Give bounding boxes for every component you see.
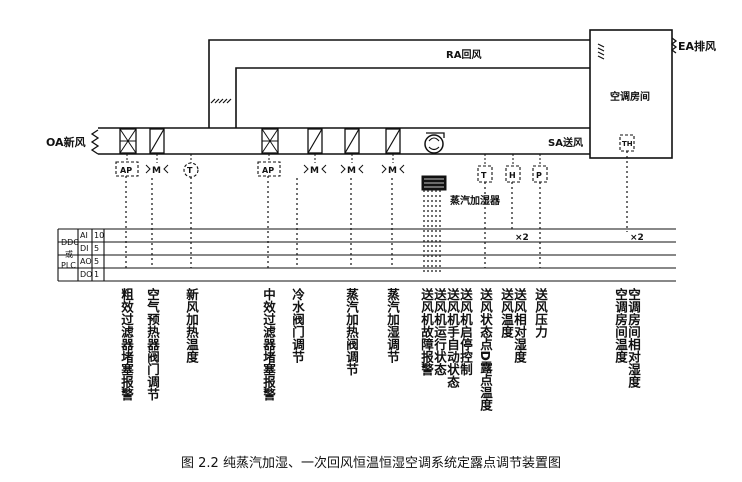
valve-actuator-4: M (381, 154, 405, 176)
return-duct (235, 67, 590, 128)
plc-row-type-ai: AI (80, 231, 88, 240)
field-devices: AP M T AP M M (115, 154, 548, 183)
pressure-switch-2: AP (257, 154, 281, 177)
damper-hatch-2 (597, 43, 605, 60)
medium-filter (261, 128, 279, 154)
svg-text:AP: AP (262, 166, 274, 175)
valve-actuator-2: M (303, 154, 327, 176)
svg-text:M: M (347, 166, 356, 176)
svg-text:M: M (152, 166, 161, 176)
oa-label: OA新风 (46, 135, 86, 149)
desc-preheat-valve: 空气预热器阀门调节 (145, 288, 160, 401)
desc-coarse-filter-alarm: 粗效过滤器堵塞报警 (119, 288, 134, 401)
plc-row-count-ai: 10 (94, 231, 105, 240)
temp-sensor-2: T (477, 154, 493, 183)
multiplier-label-1: ×2 (515, 233, 529, 243)
room-label: 空调房间 (610, 90, 650, 103)
desc-dew-point-temp: 送风状态点D露点温度 (478, 288, 493, 411)
oa-inlet-louver (90, 129, 100, 155)
desc-oa-heating-temp: 新风加热温度 (184, 288, 199, 363)
coarse-filter (119, 128, 137, 154)
svg-text:AP: AP (120, 166, 132, 175)
plc-row-type-do: DO (80, 270, 93, 279)
figure-caption: 图 2.2 纯蒸汽加湿、一次回风恒温恒湿空调系统定露点调节装置图 (181, 456, 561, 471)
supply-fan (424, 132, 445, 154)
valve-actuator-1: M (145, 154, 169, 176)
distribution-board (421, 175, 447, 191)
desc-room-rh-temp: 空调房间相对湿度 空调房间温度 (613, 288, 641, 388)
humidity-sensor: H (505, 154, 521, 183)
humidifier-label: 蒸汽加湿器 (450, 194, 501, 207)
exhaust-duct (208, 39, 590, 128)
desc-medium-filter-alarm: 中效过滤器堵塞报警 (261, 288, 276, 401)
steam-heating-coil (344, 128, 360, 154)
plc-side-label-2: 或 (65, 250, 73, 259)
ea-outlet-louver (670, 37, 678, 54)
pressure-switch-1: AP (115, 154, 139, 177)
damper-hatches (210, 43, 605, 104)
plc-row-count-di: 5 (94, 244, 100, 253)
svg-text:P: P (536, 171, 542, 180)
ea-label: EA排风 (678, 39, 716, 53)
svg-text:T: T (187, 166, 193, 175)
multiplier-label-2: ×2 (630, 233, 644, 243)
svg-text:H: H (509, 171, 516, 180)
pressure-sensor: P (532, 154, 548, 183)
desc-steam-humidify: 蒸汽加湿调节 (385, 288, 400, 363)
svg-text:T: T (481, 171, 487, 180)
svg-text:M: M (388, 166, 397, 176)
plc-side-label-1: DDC (61, 238, 79, 247)
plc-row-type-di: DI (80, 244, 89, 253)
ductwork (98, 39, 590, 155)
sa-label: SA送风 (548, 136, 583, 149)
plc-row-type-ao: AO (80, 257, 92, 266)
temp-sensor-1: T (183, 154, 199, 178)
signal-lines (125, 151, 628, 272)
desc-chilled-water-valve: 冷水阀门调节 (290, 288, 305, 363)
room-th-sensor: TH (619, 134, 635, 152)
plc-bus (57, 228, 676, 282)
plc-row-count-ao: 5 (94, 257, 100, 266)
desc-steam-heating-valve: 蒸汽加热阀调节 (344, 288, 359, 376)
valve-actuator-3: M (340, 154, 364, 176)
desc-supply-fan-group: 送风机启停控制 送风机手自动状态 送风机运行状态 送风机故障报警 (419, 288, 473, 388)
desc-supply-rh-temp: 送风相对湿度 送风温度 (499, 288, 527, 363)
svg-text:M: M (310, 166, 319, 176)
conditioned-room (589, 29, 673, 159)
svg-text:TH: TH (622, 140, 633, 148)
desc-supply-pressure: 送风压力 (533, 288, 548, 338)
humidifier-nozzle (385, 128, 401, 154)
plc-row-count-do: 1 (94, 270, 100, 279)
plc-side-label-3: PLC (61, 261, 76, 270)
preheat-coil (149, 128, 165, 154)
cooling-coil (307, 128, 323, 154)
ra-label: RA回风 (446, 49, 481, 61)
damper-hatch-1 (210, 98, 232, 104)
